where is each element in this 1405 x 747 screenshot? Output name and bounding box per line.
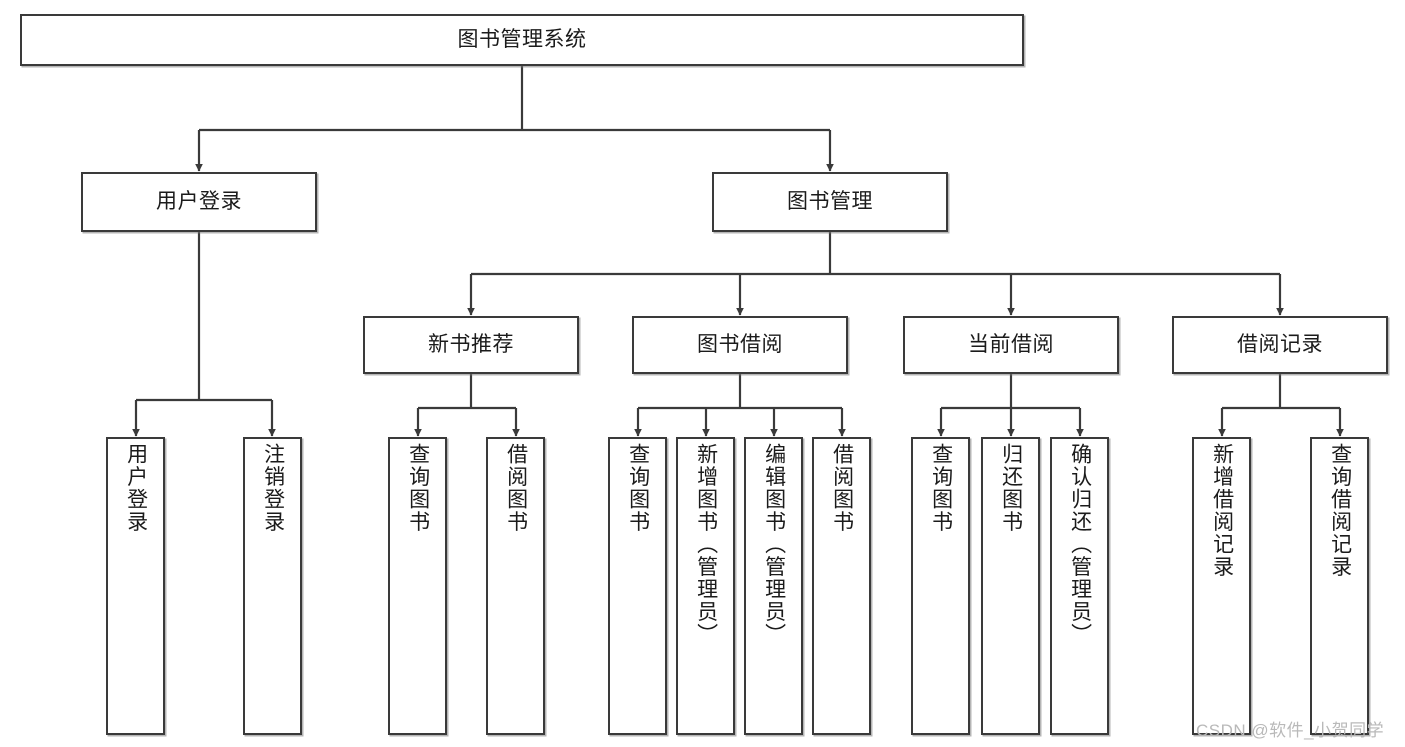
node-label: 当前借阅: [968, 332, 1054, 356]
node-label: 图书借阅: [697, 332, 783, 356]
node-leaf-cur-3[interactable]: 确认归还（管理员）: [1050, 437, 1109, 735]
node-leaf-login-1[interactable]: 用户登录: [106, 437, 165, 735]
node-label: 用户登录: [156, 189, 242, 213]
node-label: 注销登录: [261, 443, 285, 533]
node-login[interactable]: 用户登录: [81, 172, 317, 232]
node-leaf-cur-1[interactable]: 查询图书: [911, 437, 970, 735]
node-label: 借阅记录: [1237, 332, 1323, 356]
node-label: 查询图书: [626, 443, 650, 533]
node-label: 新书推荐: [428, 332, 514, 356]
node-label: 归还图书: [999, 443, 1023, 533]
node-label: 查询借阅记录: [1328, 443, 1352, 578]
node-label: 新增借阅记录: [1210, 443, 1234, 578]
node-leaf-bor-3[interactable]: 编辑图书（管理员）: [744, 437, 803, 735]
node-leaf-new-1[interactable]: 查询图书: [388, 437, 447, 735]
node-leaf-bor-4[interactable]: 借阅图书: [812, 437, 871, 735]
node-label: 确认归还（管理员）: [1068, 443, 1092, 646]
node-newbook[interactable]: 新书推荐: [363, 316, 579, 374]
node-label: 查询图书: [929, 443, 953, 533]
node-leaf-login-2[interactable]: 注销登录: [243, 437, 302, 735]
node-label: 用户登录: [124, 443, 148, 533]
node-leaf-cur-2[interactable]: 归还图书: [981, 437, 1040, 735]
node-root[interactable]: 图书管理系统: [20, 14, 1024, 66]
node-label: 编辑图书（管理员）: [762, 443, 786, 646]
node-leaf-bor-1[interactable]: 查询图书: [608, 437, 667, 735]
node-current[interactable]: 当前借阅: [903, 316, 1119, 374]
node-leaf-bor-2[interactable]: 新增图书（管理员）: [676, 437, 735, 735]
node-label: 图书管理系统: [457, 27, 587, 51]
node-label: 新增图书（管理员）: [694, 443, 718, 646]
node-leaf-new-2[interactable]: 借阅图书: [486, 437, 545, 735]
node-label: 查询图书: [406, 443, 430, 533]
node-label: 借阅图书: [504, 443, 528, 533]
node-label: 图书管理: [787, 189, 873, 213]
node-label: 借阅图书: [830, 443, 854, 533]
node-leaf-rec-2[interactable]: 查询借阅记录: [1310, 437, 1369, 735]
node-records[interactable]: 借阅记录: [1172, 316, 1388, 374]
node-bookmgmt[interactable]: 图书管理: [712, 172, 948, 232]
node-leaf-rec-1[interactable]: 新增借阅记录: [1192, 437, 1251, 735]
node-borrow[interactable]: 图书借阅: [632, 316, 848, 374]
